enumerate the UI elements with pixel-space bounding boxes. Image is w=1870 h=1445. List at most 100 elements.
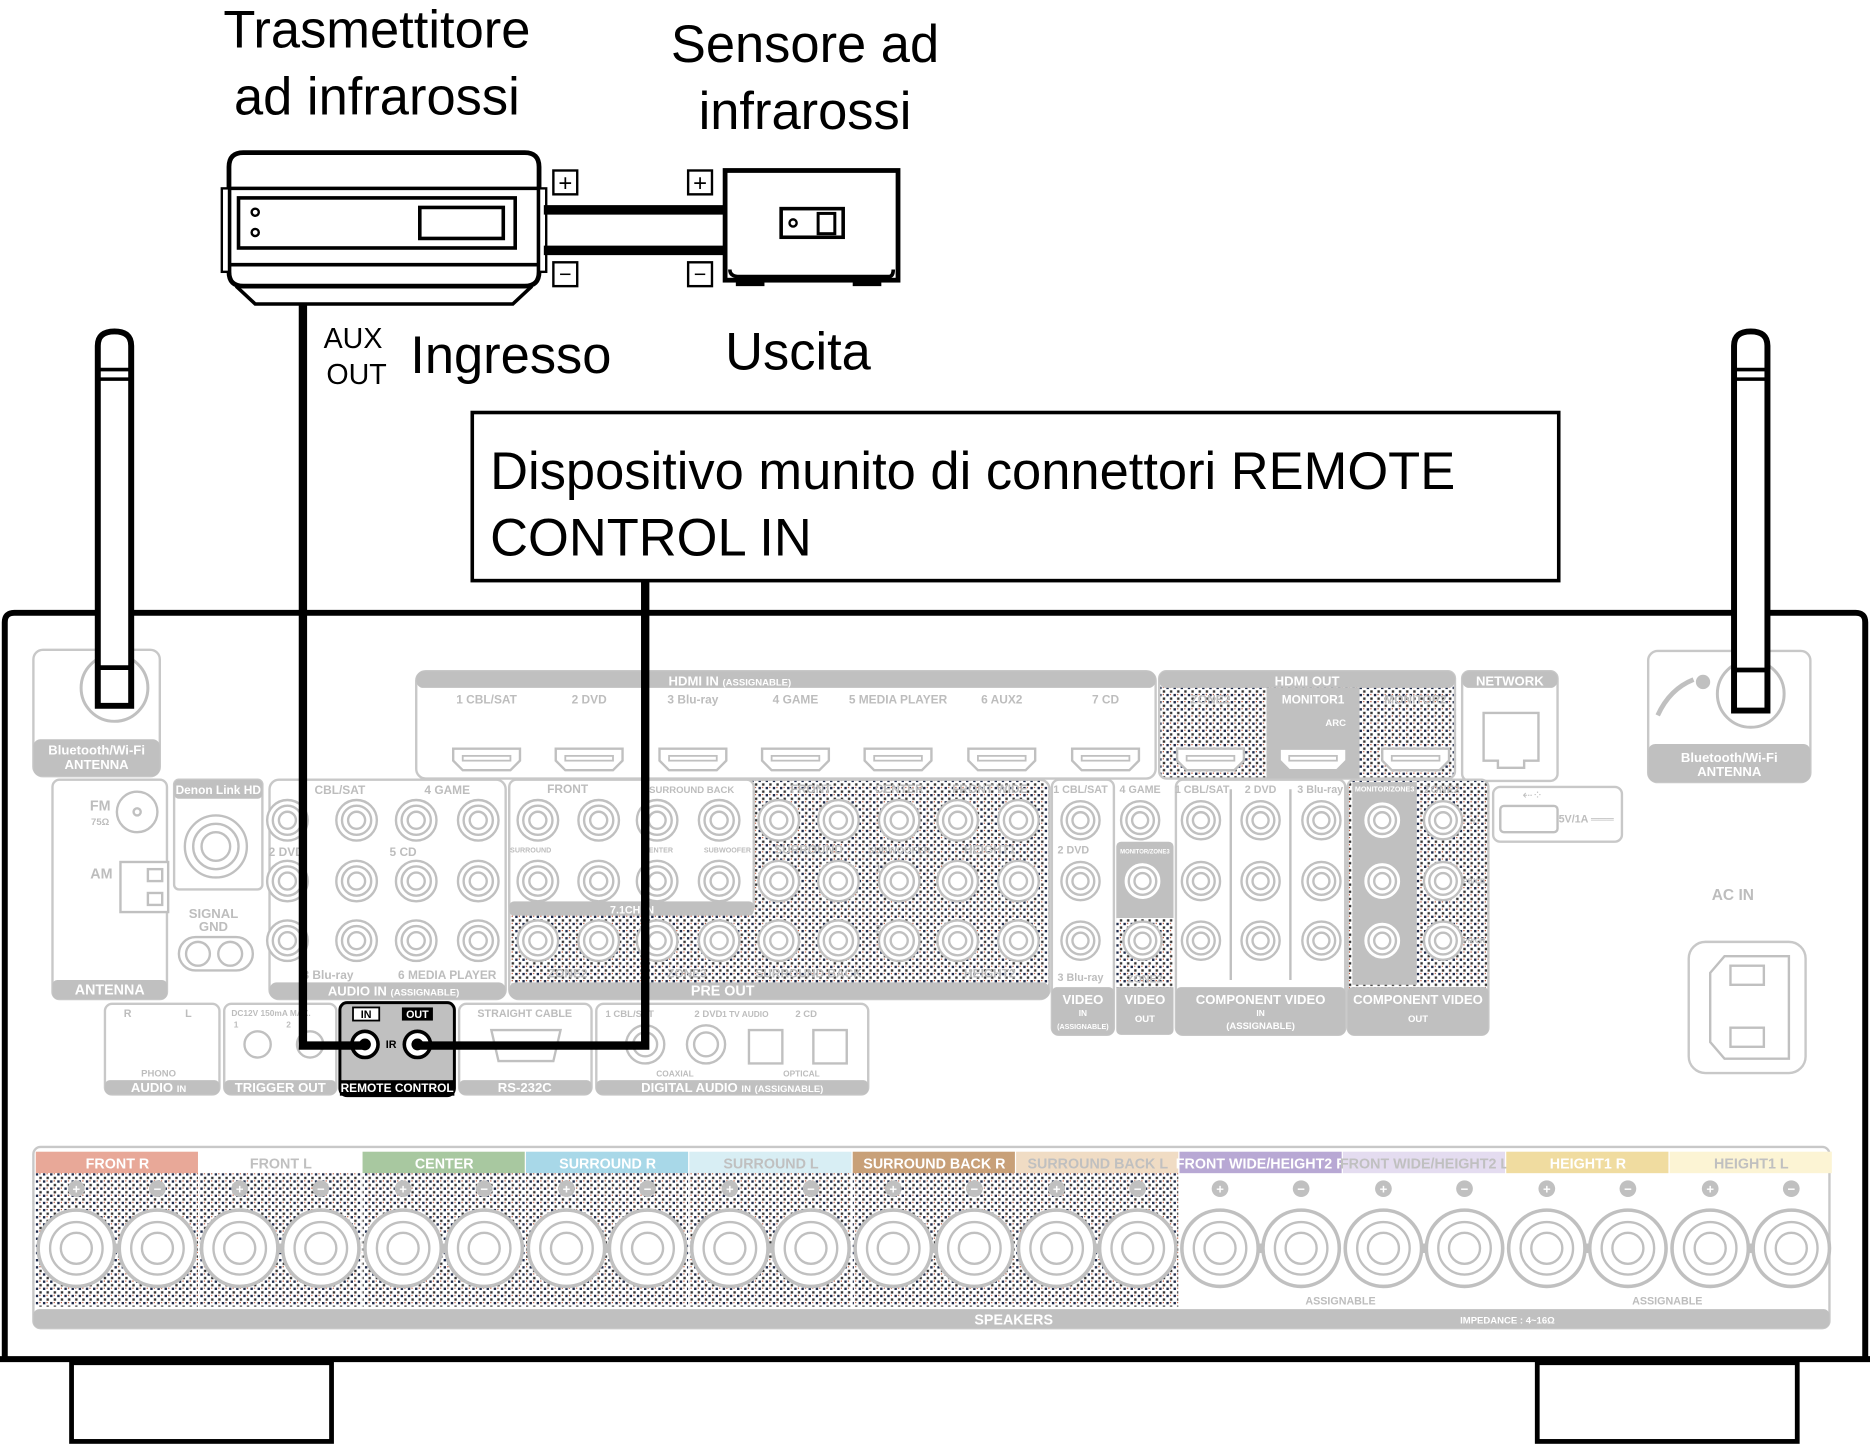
- plus-icon: [1538, 1180, 1556, 1198]
- video-jack: [1240, 799, 1281, 841]
- bt-wifi-antenna-right: Bluetooth/Wi-Fi ANTENNA: [1646, 649, 1812, 784]
- component-signal-pb: PB/CB: [1463, 877, 1485, 885]
- ir-label: IR: [386, 1039, 397, 1051]
- pre-out-jack: [516, 859, 560, 903]
- hdmi-in-port: [967, 747, 1037, 772]
- pre-out-jack: [757, 919, 801, 963]
- plus-icon: [1048, 1180, 1065, 1198]
- svg-text:+: +: [726, 1181, 734, 1196]
- speaker-channel: SURROUND BACK R+−: [852, 1151, 1015, 1307]
- speaker-channel: FRONT R+−: [35, 1151, 198, 1307]
- video-jack: [1240, 920, 1281, 961]
- transmitter-minus-terminal: −: [552, 261, 579, 288]
- minus-icon: [1782, 1180, 1800, 1198]
- remote-out-badge: OUT: [406, 1009, 429, 1021]
- trigger-out-title: TRIGGER OUT: [235, 1080, 326, 1095]
- trigger-2-label: 2: [286, 1020, 291, 1030]
- ir-sensor-device: [722, 168, 901, 287]
- pre-out-section: 7.1CH IN PRE OUT FRONT SURROUND BACK SUR…: [508, 778, 1051, 1001]
- subwoofer-1-label: 1: [875, 864, 881, 876]
- pre-out-jack: [757, 859, 801, 903]
- svg-text:+: +: [236, 1181, 244, 1196]
- output-label: Uscita: [725, 324, 872, 382]
- left-foot: [69, 1360, 334, 1444]
- usb-icon: ⇠⁘: [1523, 788, 1543, 802]
- minus-icon: [1129, 1180, 1147, 1198]
- audio-in-section: AUDIO IN (ASSIGNABLE) CBL/SAT 4 GAME 2 D…: [265, 778, 507, 1001]
- pre-out-label: SUBWOOFER: [868, 846, 931, 857]
- digital-audio-label: 1 CBL/SAT: [605, 1009, 654, 1020]
- signal-gnd-label1: SIGNAL: [189, 906, 239, 921]
- audio-in-jack: [265, 859, 309, 903]
- video-jack: [1122, 920, 1163, 961]
- video-in-title: VIDEO: [1062, 992, 1103, 1007]
- minus-icon: [639, 1180, 656, 1198]
- pre-out-jack: [816, 798, 860, 842]
- digital-audio-label: 2 DVD: [694, 1009, 722, 1020]
- svg-text:+: +: [1706, 1181, 1714, 1196]
- speaker-channel-label: SURROUND BACK R: [863, 1156, 1006, 1172]
- svg-text:−: −: [1134, 1181, 1142, 1196]
- am-label: AM: [90, 867, 112, 883]
- plus-icon: [1375, 1180, 1392, 1198]
- audio-in-label: 6 MEDIA PLAYER: [398, 968, 497, 982]
- video-jack: [1180, 799, 1222, 841]
- assignable-label: ASSIGNABLE: [1305, 1295, 1375, 1307]
- svg-text:+: +: [72, 1181, 80, 1196]
- ac-in: AC IN: [1687, 887, 1807, 1075]
- speaker-channel-label: SURROUND L: [723, 1156, 819, 1172]
- video-jack: [1422, 799, 1464, 841]
- pre-out-jack: [936, 919, 980, 963]
- audio-in-jack: [394, 859, 438, 903]
- component-in-title: COMPONENT VIDEO: [1196, 992, 1326, 1007]
- ext-in-label: SURROUND: [510, 846, 551, 854]
- video-in-section: VIDEO IN (ASSIGNABLE) 1 CBL/SAT 4 GAME 2…: [1050, 778, 1161, 1037]
- audio-in-jack: [335, 798, 379, 842]
- hdmi-in-port: [1070, 747, 1141, 772]
- component-out-label: MONITOR/ZONE3: [1355, 786, 1414, 794]
- minus-icon: [312, 1180, 330, 1198]
- hdmi-in-port: [863, 747, 933, 772]
- svg-text:+: +: [399, 1181, 407, 1196]
- hdmi-in-port-label: 1 CBL/SAT: [456, 692, 517, 706]
- antenna-rod-right: [1731, 328, 1771, 714]
- component-signal-pr: PR/CR: [1463, 937, 1486, 945]
- bt-antenna-right-label1: Bluetooth/Wi-Fi: [1681, 750, 1778, 765]
- cable-aux-out-to-remote-in: [298, 304, 365, 1050]
- ext-in-label: CENTER: [644, 846, 674, 854]
- hdmi-in-port: [760, 747, 831, 772]
- speaker-channel-label: FRONT R: [86, 1156, 150, 1172]
- hdmi-in-port-label: 7 CD: [1092, 692, 1120, 706]
- audio-in-label: CBL/SAT: [315, 783, 366, 797]
- video-jack: [1180, 920, 1222, 961]
- video-jack: [1301, 860, 1342, 902]
- hdmi-in-port-label: 4 GAME: [773, 692, 819, 706]
- phono-r-label: R: [124, 1008, 132, 1020]
- audio-in-jack: [394, 919, 438, 963]
- plus-icon: [721, 1180, 739, 1198]
- minus-icon: [149, 1180, 166, 1198]
- svg-text:−: −: [1461, 1181, 1469, 1196]
- plus-icon: [67, 1180, 85, 1198]
- impedance-label: IMPEDANCE : 4~16Ω: [1460, 1315, 1555, 1326]
- trigger-out: DC12V 150mA MAX. 1 2 TRIGGER OUT: [223, 1002, 338, 1096]
- component-signal-y: Y: [1471, 816, 1477, 826]
- speaker-channel: SURROUND BACK L+−: [1016, 1151, 1179, 1307]
- video-jack: [1180, 860, 1222, 902]
- pre-out-label: SURROUND BACK: [755, 967, 862, 981]
- pre-out-jack: [877, 798, 921, 842]
- audio-in-jack: [456, 919, 500, 963]
- plus-icon: [558, 1180, 575, 1198]
- minus-icon: [475, 1180, 493, 1198]
- svg-text:+: +: [1216, 1181, 1224, 1196]
- speaker-channel-label: SURROUND BACK L: [1027, 1156, 1168, 1172]
- audio-in-title: AUDIO IN (ASSIGNABLE): [328, 984, 459, 999]
- fm-ohm-label: 75Ω: [91, 817, 110, 828]
- component-out-badge: OUT: [1408, 1014, 1428, 1025]
- optical-label: OPTICAL: [783, 1069, 820, 1079]
- remote-in-badge: IN: [361, 1009, 372, 1021]
- minus-icon: −: [559, 262, 572, 286]
